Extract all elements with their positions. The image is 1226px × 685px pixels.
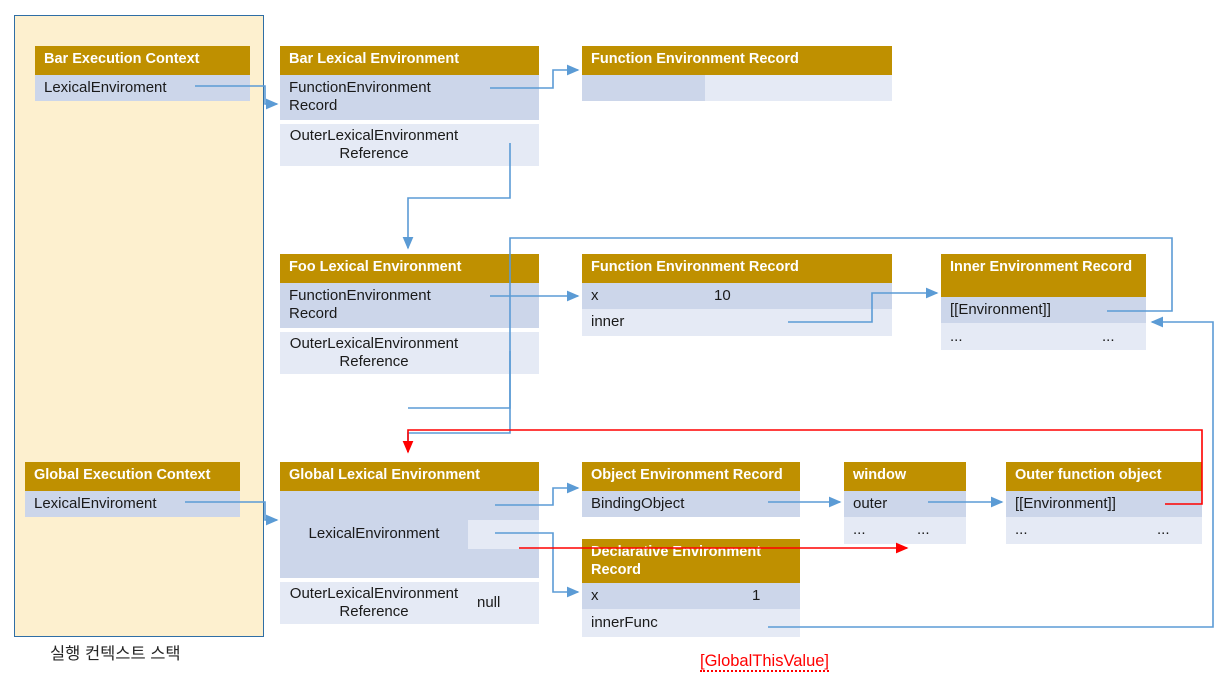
row-label: outer xyxy=(844,490,908,517)
table-row: [[Environment]] xyxy=(941,297,1146,323)
row-label: [[Environment]] xyxy=(941,297,1093,323)
box-window: window outer ... ... xyxy=(844,462,966,544)
row-value-slot xyxy=(468,519,539,549)
row-value xyxy=(185,74,250,101)
row-value xyxy=(743,609,800,637)
table-row xyxy=(582,74,892,101)
row-value xyxy=(468,74,539,120)
row-value: 10 xyxy=(705,282,892,309)
row-divider xyxy=(280,577,539,582)
table-row: outer xyxy=(844,490,966,517)
row-value: ... xyxy=(1093,323,1146,350)
row-label: BindingObject xyxy=(582,490,743,517)
table-row: OuterLexicalEnvironment Reference xyxy=(280,331,539,374)
row-label: ... xyxy=(941,323,1093,350)
row-label: innerFunc xyxy=(582,609,743,637)
box-title: Object Environment Record xyxy=(582,462,800,491)
table-row: [[Environment]] xyxy=(1006,490,1202,517)
row-value xyxy=(468,331,539,374)
box-title: Function Environment Record xyxy=(582,254,892,283)
table-row: LexicalEnvironment xyxy=(280,490,539,578)
table-row: innerFunc xyxy=(582,609,800,637)
row-value-group xyxy=(468,490,539,578)
table-row: FunctionEnvironment Record xyxy=(280,74,539,120)
row-value xyxy=(743,490,800,517)
box-title: Function Environment Record xyxy=(582,46,892,75)
box-global-execution-context: Global Execution Context LexicalEnvirome… xyxy=(25,462,240,517)
table-row: OuterLexicalEnvironment Reference xyxy=(280,123,539,166)
row-value xyxy=(705,308,892,336)
execution-context-stack-panel xyxy=(14,15,264,637)
row-value xyxy=(908,490,966,517)
box-title: Inner Environment Record xyxy=(941,254,1146,297)
row-label: inner xyxy=(582,308,705,336)
table-row: x 1 xyxy=(582,583,800,609)
table-row: LexicalEnviroment xyxy=(35,74,250,101)
row-label: ... xyxy=(844,516,908,544)
box-outer-function-object: Outer function object [[Environment]] ..… xyxy=(1006,462,1202,544)
box-inner-environment-record: Inner Environment Record [[Environment]]… xyxy=(941,254,1146,350)
box-bar-execution-context: Bar Execution Context LexicalEnviroment xyxy=(35,46,250,101)
box-object-environment-record: Object Environment Record BindingObject xyxy=(582,462,800,517)
table-row: OuterLexicalEnvironment Reference null xyxy=(280,581,539,624)
box-global-lexical-environment: Global Lexical Environment LexicalEnviro… xyxy=(280,462,539,624)
stack-caption: 실행 컨텍스트 스택 xyxy=(50,645,181,663)
row-value: null xyxy=(468,581,539,624)
row-value xyxy=(1093,297,1146,323)
box-title: Global Execution Context xyxy=(25,462,240,491)
box-title: Bar Lexical Environment xyxy=(280,46,539,75)
global-this-value-text: [GlobalThisValue] xyxy=(700,652,830,672)
row-value xyxy=(468,123,539,166)
box-title: window xyxy=(844,462,966,491)
box-bar-lexical-environment: Bar Lexical Environment FunctionEnvironm… xyxy=(280,46,539,166)
row-value: 1 xyxy=(743,583,800,609)
row-value xyxy=(178,490,240,517)
row-value-slot xyxy=(468,548,539,578)
box-foo-function-environment-record: Function Environment Record x 10 inner xyxy=(582,254,892,336)
table-row: ... ... xyxy=(844,516,966,544)
box-title: Bar Execution Context xyxy=(35,46,250,75)
row-label: OuterLexicalEnvironment Reference xyxy=(280,581,468,624)
row-label: OuterLexicalEnvironment Reference xyxy=(280,331,468,374)
box-title: Global Lexical Environment xyxy=(280,462,539,491)
row-value-slot xyxy=(468,490,539,520)
row-value xyxy=(705,74,892,101)
box-title: Foo Lexical Environment xyxy=(280,254,539,283)
row-label: ... xyxy=(1006,516,1148,544)
row-label: LexicalEnvironment xyxy=(280,490,468,578)
row-label: OuterLexicalEnvironment Reference xyxy=(280,123,468,166)
table-row: ... ... xyxy=(941,323,1146,350)
table-row: BindingObject xyxy=(582,490,800,517)
row-label xyxy=(582,74,705,101)
table-row: ... ... xyxy=(1006,516,1202,544)
table-row: LexicalEnviroment xyxy=(25,490,240,517)
box-declarative-environment-record: Declarative Environment Record x 1 inner… xyxy=(582,539,800,637)
table-row: FunctionEnvironment Record xyxy=(280,282,539,328)
box-bar-function-environment-record: Function Environment Record xyxy=(582,46,892,101)
row-value xyxy=(1148,490,1202,517)
row-label: LexicalEnviroment xyxy=(25,490,178,517)
row-label: x xyxy=(582,583,743,609)
row-label: FunctionEnvironment Record xyxy=(280,74,468,120)
row-label: [[Environment]] xyxy=(1006,490,1148,517)
row-value xyxy=(468,282,539,328)
box-title: Declarative Environment Record xyxy=(582,539,800,583)
row-label: FunctionEnvironment Record xyxy=(280,282,468,328)
box-title: Outer function object xyxy=(1006,462,1202,491)
row-divider xyxy=(280,119,539,124)
box-foo-lexical-environment: Foo Lexical Environment FunctionEnvironm… xyxy=(280,254,539,374)
table-row: inner xyxy=(582,308,892,336)
row-label: LexicalEnviroment xyxy=(35,74,185,101)
row-value: ... xyxy=(908,516,966,544)
row-value: ... xyxy=(1148,516,1202,544)
table-row: x 10 xyxy=(582,282,892,309)
row-label: x xyxy=(582,282,705,309)
global-this-value-label: [GlobalThisValue] xyxy=(700,652,830,672)
